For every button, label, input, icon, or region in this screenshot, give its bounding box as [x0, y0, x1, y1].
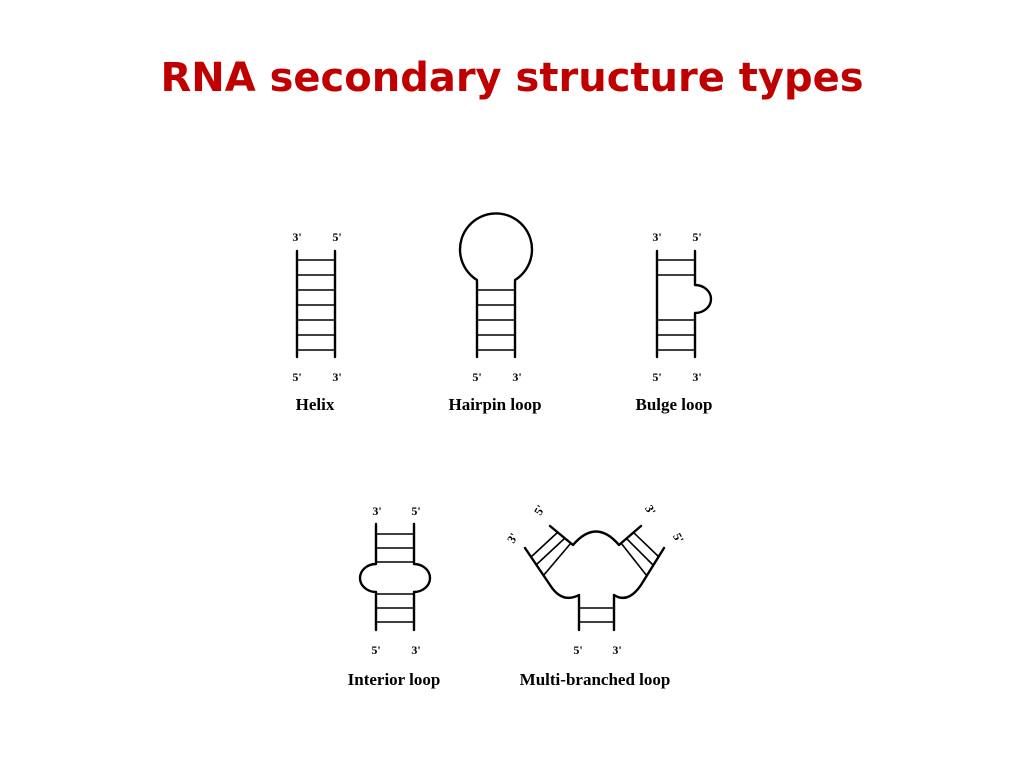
bulge-bottom-right-label: 3': [692, 370, 701, 384]
interior-top-left-label: 3': [372, 504, 381, 518]
hairpin-structure: 5' 3' Hairpin loop: [448, 212, 542, 414]
base-pair: [620, 542, 648, 577]
interior-top-right-label: 5': [411, 504, 420, 518]
multi-branched-structure: 3' 5' 3' 5' 5' 3' Multi-branched loop: [504, 502, 687, 689]
hairpin-bottom-right-label: 3': [512, 370, 521, 384]
base-pair: [632, 531, 660, 558]
multi-left-inner-label: 5': [531, 502, 548, 517]
interior-bottom-left-label: 5': [371, 643, 380, 657]
base-pair: [530, 531, 559, 558]
multi-bottom-left-label: 5': [573, 643, 582, 657]
multi-bottom-base-pairs: [579, 607, 614, 623]
bulge-top-right-label: 5': [692, 230, 701, 244]
base-pair: [535, 537, 566, 566]
multi-caption: Multi-branched loop: [520, 670, 671, 689]
hairpin-caption: Hairpin loop: [448, 395, 541, 414]
helix-bottom-right-label: 3': [332, 370, 341, 384]
multi-right-outer-label: 5': [670, 530, 687, 545]
multi-right-inner-label: 3': [642, 502, 659, 517]
interior-caption: Interior loop: [348, 670, 441, 689]
hairpin-loop: [458, 212, 534, 359]
interior-base-pairs: [376, 533, 414, 623]
bulge-structure: 3' 5' 5' 3' Bulge loop: [636, 230, 713, 414]
helix-base-pairs: [297, 259, 335, 351]
bulge-base-pairs: [657, 259, 695, 351]
helix-top-right-label: 5': [332, 230, 341, 244]
helix-bottom-left-label: 5': [292, 370, 301, 384]
multi-left-base-pairs: [530, 531, 572, 577]
bulge-right-strand: [693, 249, 713, 359]
bulge-caption: Bulge loop: [636, 395, 713, 414]
multi-right-base-pairs: [620, 531, 660, 577]
bulge-bottom-left-label: 5': [652, 370, 661, 384]
base-pair: [542, 542, 572, 577]
interior-structure: 3' 5' 5' 3' Interior loop: [348, 504, 441, 689]
multi-left-outer-label: 3': [504, 530, 521, 545]
interior-bottom-right-label: 3': [411, 643, 420, 657]
interior-right-strand: [412, 522, 432, 632]
hairpin-bottom-left-label: 5': [472, 370, 481, 384]
multi-bottom-right-label: 3': [612, 643, 621, 657]
helix-top-left-label: 3': [292, 230, 301, 244]
helix-structure: 3' 5' 5' 3' Helix: [292, 230, 341, 414]
hairpin-base-pairs: [477, 289, 515, 351]
helix-caption: Helix: [296, 395, 335, 414]
slide-title: RNA secondary structure types: [160, 55, 864, 101]
interior-left-strand: [358, 522, 378, 632]
bulge-top-left-label: 3': [652, 230, 661, 244]
multi-branched-loop: [523, 524, 666, 632]
base-pair: [625, 537, 654, 566]
